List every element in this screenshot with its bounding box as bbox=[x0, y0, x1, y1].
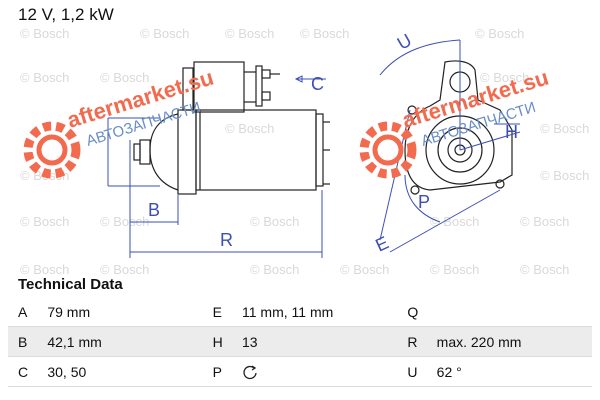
svg-text:© Bosch: © Bosch bbox=[300, 26, 349, 41]
spec-value: 11 mm, 11 mm bbox=[242, 297, 398, 327]
svg-text:© Bosch: © Bosch bbox=[140, 26, 189, 41]
svg-text:© Bosch: © Bosch bbox=[20, 70, 69, 85]
svg-text:© Bosch: © Bosch bbox=[340, 262, 389, 275]
spec-value: 42,1 mm bbox=[47, 326, 203, 357]
spec-key: B bbox=[8, 326, 48, 357]
svg-text:© Bosch: © Bosch bbox=[20, 262, 69, 275]
svg-text:© Bosch: © Bosch bbox=[225, 26, 274, 41]
spec-key: R bbox=[397, 326, 437, 357]
label-u: U bbox=[394, 30, 415, 54]
dimension-lines-left: C B R bbox=[107, 74, 326, 258]
svg-text:© Bosch: © Bosch bbox=[250, 262, 299, 275]
spec-value: 30, 50 bbox=[47, 356, 203, 387]
table-row: A 79 mm E 11 mm, 11 mm Q bbox=[8, 297, 592, 327]
spec-value bbox=[242, 356, 398, 387]
svg-text:© Bosch: © Bosch bbox=[475, 26, 524, 41]
svg-text:© Bosch: © Bosch bbox=[100, 262, 149, 275]
svg-text:© Bosch: © Bosch bbox=[430, 262, 479, 275]
spec-key: P bbox=[202, 356, 242, 387]
spec-value: 13 bbox=[242, 326, 398, 357]
svg-text:© Bosch: © Bosch bbox=[250, 214, 299, 229]
spec-value: 79 mm bbox=[47, 297, 203, 327]
svg-text:© Bosch: © Bosch bbox=[225, 121, 274, 136]
bosch-watermark: © Bosch © Bosch © Bosch © Bosch © Bosch … bbox=[20, 26, 589, 275]
svg-text:© Bosch: © Bosch bbox=[480, 70, 529, 85]
label-b: B bbox=[148, 200, 160, 220]
spec-key: C bbox=[8, 356, 48, 387]
label-c: C bbox=[311, 74, 324, 94]
page-title: 12 V, 1,2 kW bbox=[18, 5, 114, 24]
svg-text:© Bosch: © Bosch bbox=[540, 168, 589, 183]
svg-text:© Bosch: © Bosch bbox=[20, 214, 69, 229]
tech-data-heading: Technical Data bbox=[18, 276, 123, 293]
spec-key: U bbox=[397, 356, 437, 387]
svg-text:© Bosch: © Bosch bbox=[100, 214, 149, 229]
label-r: R bbox=[220, 230, 233, 250]
spec-value bbox=[436, 297, 592, 327]
starter-side-view bbox=[133, 61, 330, 195]
svg-text:© Bosch: © Bosch bbox=[430, 214, 479, 229]
spec-value: max. 220 mm bbox=[436, 326, 592, 357]
table-row: C 30, 50 P U 62 ° bbox=[8, 356, 592, 387]
svg-text:© Bosch: © Bosch bbox=[100, 70, 149, 85]
spec-key: Q bbox=[397, 297, 437, 327]
svg-text:© Bosch: © Bosch bbox=[520, 214, 569, 229]
label-e: E bbox=[372, 232, 391, 255]
spec-key: A bbox=[8, 297, 48, 327]
spec-key: H bbox=[202, 326, 242, 357]
starter-diagram: © Bosch © Bosch © Bosch © Bosch © Bosch … bbox=[20, 26, 589, 275]
svg-text:© Bosch: © Bosch bbox=[520, 262, 569, 275]
svg-text:© Bosch: © Bosch bbox=[20, 26, 69, 41]
label-p: P bbox=[418, 192, 430, 212]
spec-key: E bbox=[202, 297, 242, 327]
rotation-direction-icon bbox=[243, 365, 257, 380]
svg-text:© Bosch: © Bosch bbox=[540, 121, 589, 136]
spec-value: 62 ° bbox=[436, 356, 592, 387]
table-row: B 42,1 mm H 13 R max. 220 mm bbox=[8, 326, 592, 357]
aftermarket-gear-icon bbox=[23, 121, 81, 179]
aftermarket-gear-icon bbox=[359, 121, 417, 179]
label-h: H bbox=[505, 122, 518, 142]
tech-data-table: A 79 mm E 11 mm, 11 mm Q B 42,1 mm H 13 … bbox=[8, 297, 592, 387]
